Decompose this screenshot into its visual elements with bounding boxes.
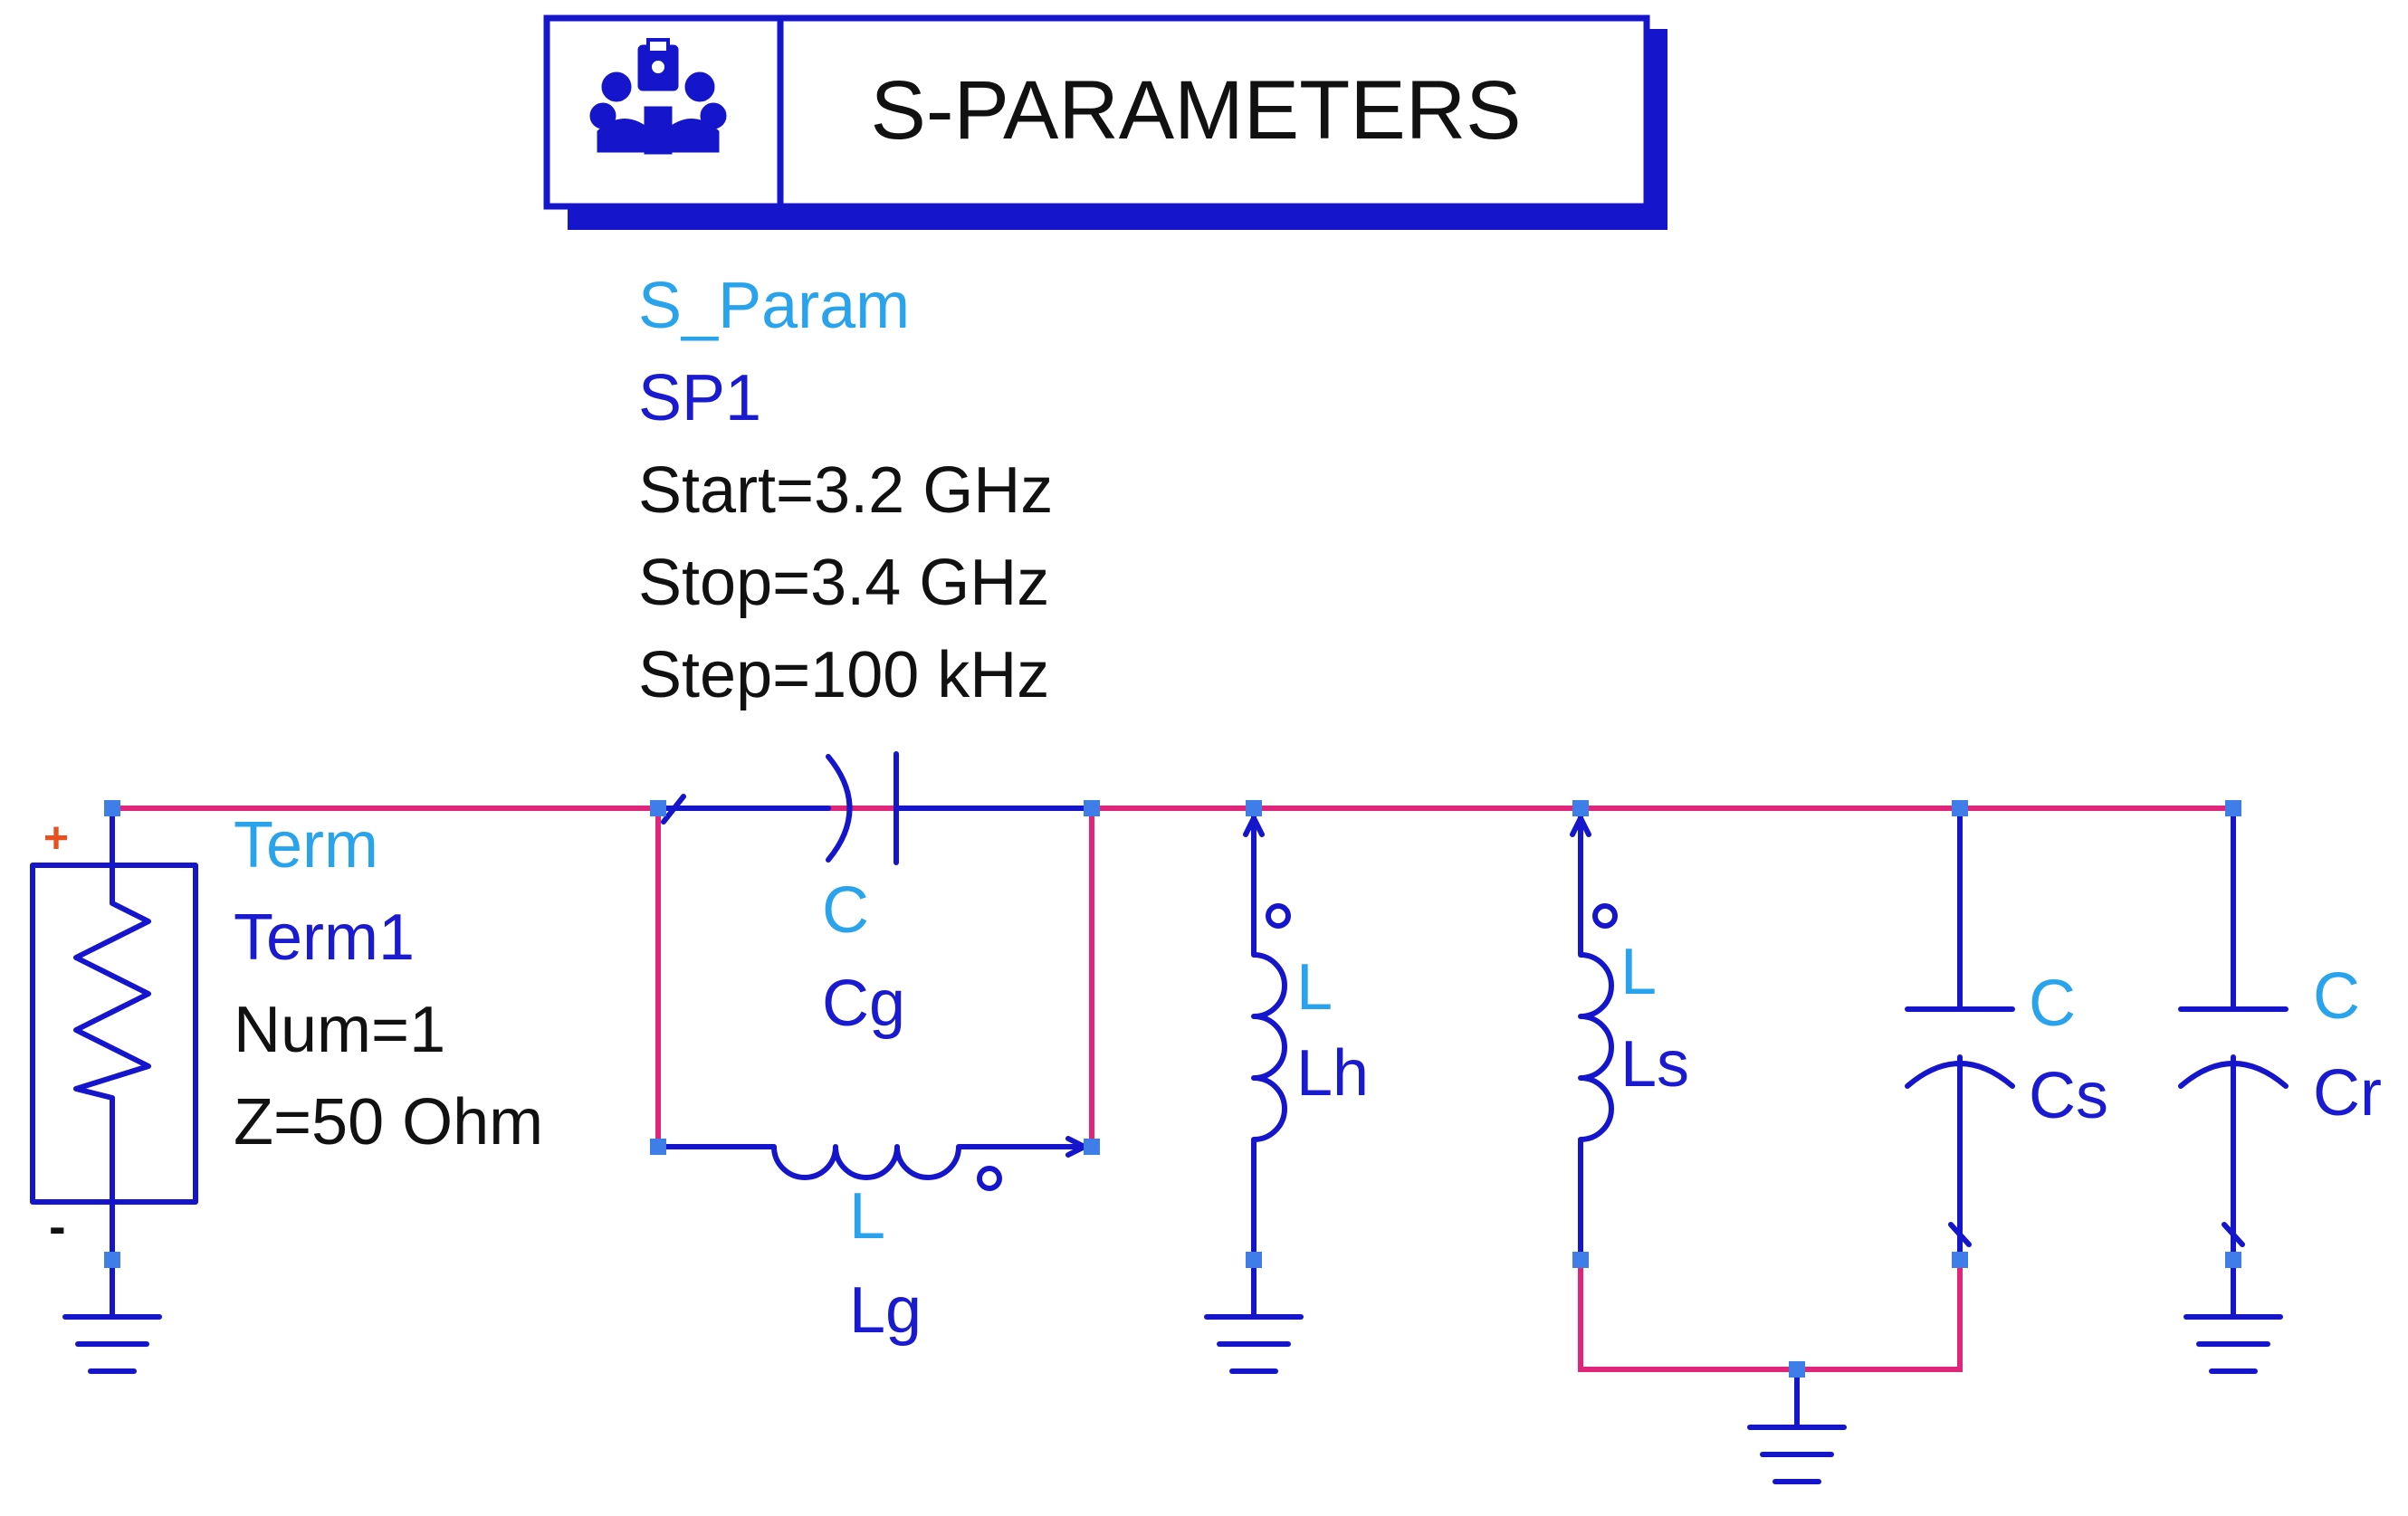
term-resistor: [73, 889, 151, 1263]
pin: [650, 800, 666, 816]
term-num-label: Num=1: [234, 994, 445, 1066]
pin: [1246, 800, 1262, 816]
ls-dot: [1592, 903, 1618, 929]
cr-type-label: C: [2313, 960, 2360, 1033]
sim-step-label: Step=100 kHz: [638, 639, 1049, 711]
term-minus-sign: -: [49, 1197, 66, 1254]
pin: [650, 1139, 666, 1155]
gear-cluster-icon: [589, 38, 727, 155]
resonator-ground: [1747, 1367, 1847, 1484]
term-type-label: Term: [234, 809, 378, 882]
term-name-label: Term1: [234, 901, 415, 974]
pins: [104, 800, 2241, 1378]
pin: [1952, 1252, 1968, 1268]
lh-inductor[interactable]: L Lh: [1204, 806, 1369, 1374]
pin: [1246, 1252, 1262, 1268]
simulation-parameters: S_Param SP1 Start=3.2 GHz Stop=3.4 GHz S…: [638, 270, 1053, 711]
lg-dot: [977, 1166, 1002, 1191]
controller-box: [543, 14, 1650, 210]
cs-name-label: Cs: [2029, 1060, 2108, 1132]
term-impedance-label: Z=50 Ohm: [234, 1086, 543, 1158]
lh-type-label: L: [1296, 951, 1333, 1024]
cg-type-label: C: [822, 874, 869, 947]
sim-start-label: Start=3.2 GHz: [638, 454, 1053, 527]
pin: [1084, 1139, 1100, 1155]
cs-capacitor[interactable]: C Cs: [1905, 806, 2108, 1263]
lh-name-label: Lh: [1296, 1037, 1369, 1110]
cs-type-label: C: [2029, 968, 2076, 1040]
pin: [104, 800, 120, 816]
cg-capacitor[interactable]: C Cg: [655, 751, 1094, 1040]
pin: [1084, 800, 1100, 816]
cr-name-label: Cr: [2313, 1057, 2382, 1130]
pin: [1572, 1252, 1589, 1268]
wires: [112, 806, 2233, 1372]
pin: [104, 1252, 120, 1268]
controller-title: S-PARAMETERS: [870, 64, 1521, 157]
ls-inductor[interactable]: L Ls: [1570, 806, 1689, 1263]
cg-name-label: Cg: [822, 968, 905, 1040]
bottom-tank-wire: [1578, 1261, 1963, 1372]
term1-component[interactable]: + - Term Term1 Num=1 Z=50 Ohm: [30, 806, 543, 1374]
sim-instance-label: SP1: [638, 362, 761, 434]
lh-coil: [1251, 806, 1287, 1317]
lg-name-label: Lg: [849, 1274, 922, 1347]
ls-coil: [1578, 806, 1614, 1263]
cg-curved-plate: [826, 754, 853, 863]
lg-type-label: L: [849, 1180, 885, 1253]
pin: [2225, 1252, 2241, 1268]
s-parameters-controller[interactable]: S-PARAMETERS: [543, 14, 1667, 230]
lh-dot: [1266, 903, 1291, 929]
cr-capacitor[interactable]: C Cr: [2178, 806, 2382, 1374]
pin: [2225, 800, 2241, 816]
sim-type-label: S_Param: [638, 270, 910, 342]
pin: [1572, 800, 1589, 816]
ls-name-label: Ls: [1620, 1028, 1689, 1101]
ls-type-label: L: [1620, 936, 1657, 1008]
pin: [1952, 800, 1968, 816]
sim-stop-label: Stop=3.4 GHz: [638, 547, 1049, 619]
pin: [1789, 1361, 1805, 1378]
term-plus-sign: +: [43, 815, 69, 863]
lg-coil: [655, 1144, 1094, 1180]
lg-inductor[interactable]: L Lg: [655, 1136, 1094, 1347]
